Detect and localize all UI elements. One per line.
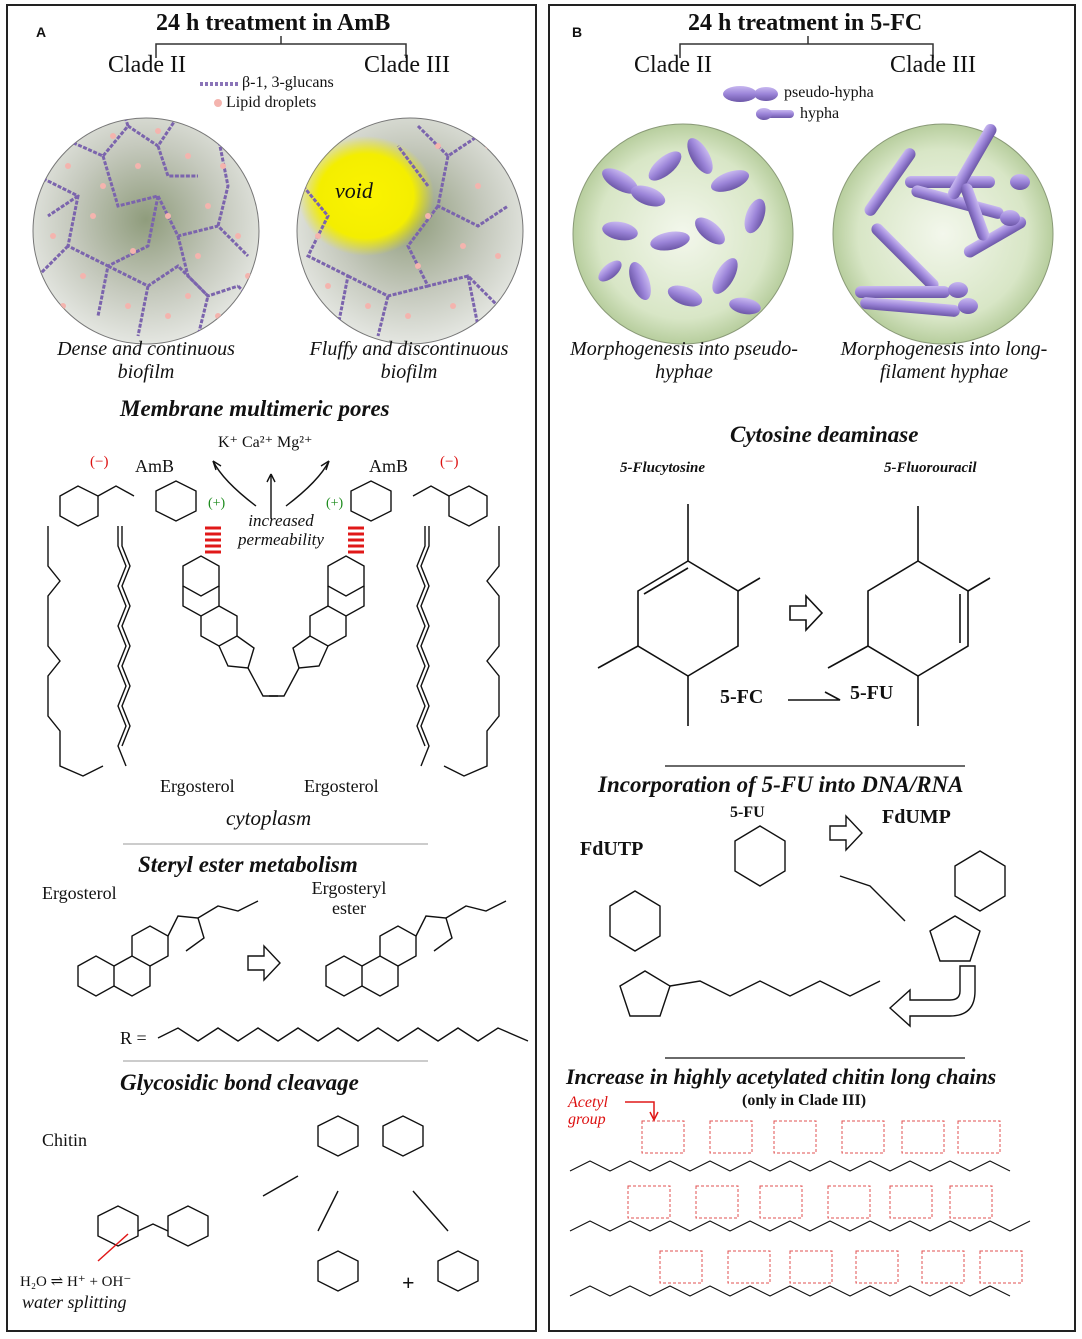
chitin-chains: [569, 1160, 1031, 1297]
steryl-ergosterol-label: Ergosterol: [42, 883, 117, 903]
fdump-label: FdUMP: [882, 806, 951, 828]
r-group-label: R =: [120, 1028, 147, 1048]
section-steryl: Steryl ester metabolism: [138, 852, 358, 877]
hyphae-clade-ii: [572, 123, 794, 345]
biofilm-clade-ii: [32, 117, 260, 345]
legend-glucans: β-1, 3-glucans: [242, 74, 334, 91]
clade-iii-label: Clade III: [364, 52, 450, 78]
panel-a-graphics: [32, 36, 529, 1292]
caption-long-hyphae: Morphogenesis into long-filament hyphae: [840, 338, 1048, 383]
chitin-structures: [97, 1115, 479, 1292]
ergosterol-left: Ergosterol: [160, 776, 235, 796]
fdutp-label: FdUTP: [580, 838, 644, 860]
section-incorporation: Incorporation of 5-FU into DNA/RNA: [598, 772, 964, 797]
flucytosine-label: 5-Flucytosine: [620, 460, 705, 476]
acetyl-group-label: Acetyl group: [568, 1094, 608, 1128]
section-deaminase: Cytosine deaminase: [730, 422, 919, 447]
deaminase-structures: [597, 504, 991, 726]
water-splitting-label: water splitting: [22, 1292, 127, 1312]
panel-letter: B: [572, 24, 583, 40]
only-clade-iii: (only in Clade III): [742, 1092, 867, 1109]
negative-charge-right: (−): [440, 454, 459, 470]
clade-iii-label: Clade III: [890, 52, 976, 78]
clade-ii-label: Clade II: [634, 52, 712, 78]
plus-sign: +: [402, 1270, 415, 1295]
acetyl-boxes: [627, 1120, 1023, 1284]
positive-charge-right: (+): [326, 496, 344, 511]
panel-b: B 24 h treatment in 5-FC: [548, 4, 1076, 1332]
cytoplasm-label: cytoplasm: [226, 806, 312, 830]
section-membrane-pores: Membrane multimeric pores: [120, 396, 390, 421]
hydrogen-bonds: [205, 526, 364, 554]
panel-title: 24 h treatment in 5-FC: [688, 10, 923, 36]
fc-label: 5-FC: [720, 686, 764, 708]
negative-charge-left: (−): [90, 454, 109, 470]
hyphae-clade-iii: [832, 123, 1054, 345]
amb-label-left: AmB: [135, 456, 175, 476]
lipid-legend-dot: [214, 99, 222, 107]
ergosterol-right: Ergosterol: [304, 776, 379, 796]
water-equation: H₂O ⇌ H⁺ + OH⁻: [20, 1274, 132, 1290]
panel-b-graphics: [569, 36, 1054, 1297]
caption-dense: Dense and continuous biofilm: [57, 338, 235, 383]
fu-small-label: 5-FU: [730, 804, 765, 821]
fu-label: 5-FU: [850, 682, 894, 704]
amb-pore-structures: [47, 480, 500, 777]
steryl-ester-label: Ergosteryl ester: [311, 878, 387, 918]
amb-label-right: AmB: [369, 456, 409, 476]
caption-fluffy: Fluffy and discontinuous biofilm: [309, 338, 509, 383]
legend-hypha: hypha: [800, 105, 840, 122]
steryl-structures: [77, 900, 529, 1042]
fluorouracil-label: 5-Fluorouracil: [884, 460, 977, 476]
ions-label: K⁺ Ca²⁺ Mg²⁺: [218, 434, 313, 451]
panel-title: 24 h treatment in AmB: [156, 10, 391, 36]
panel-letter: A: [36, 24, 47, 40]
clade-ii-label: Clade II: [108, 52, 186, 78]
void-region: [298, 136, 434, 256]
incorporation-structures: [609, 814, 1006, 1028]
chitin-label: Chitin: [42, 1130, 88, 1150]
ion-flow-arrows: [212, 460, 330, 518]
legend-pseudo-hypha: pseudo-hypha: [784, 84, 874, 101]
section-glycosidic: Glycosidic bond cleavage: [120, 1070, 359, 1095]
positive-charge-left: (+): [208, 496, 226, 511]
acetyl-arrow: [625, 1101, 655, 1118]
section-chitin: Increase in highly acetylated chitin lon…: [566, 1064, 997, 1089]
caption-pseudo-hyphae: Morphogenesis into pseudo-hyphae: [570, 338, 798, 383]
cleavage-arrow: [97, 1233, 129, 1262]
legend-lipids: Lipid droplets: [226, 94, 317, 111]
biofilm-clade-iii: [296, 117, 524, 345]
increased-permeability: increased permeability: [238, 511, 324, 549]
panel-a: A 24 h treatment in AmB: [6, 4, 537, 1332]
void-label: void: [335, 178, 373, 203]
